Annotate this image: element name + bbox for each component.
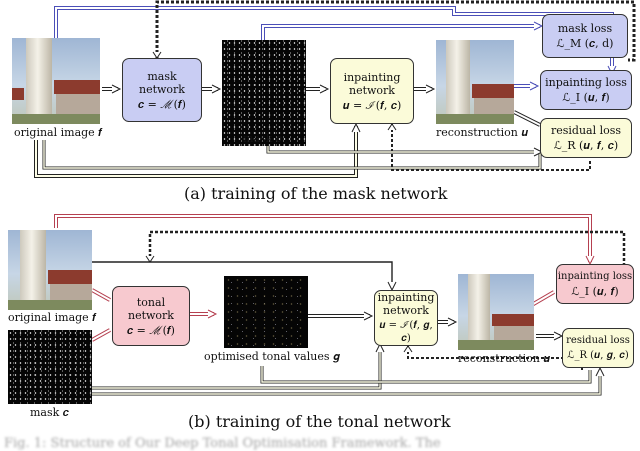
residual-loss-title-bottom: residual loss — [566, 335, 630, 346]
arrow-inpainting-to-reconstruction — [414, 84, 436, 94]
arrow-image-to-tonal-network — [91, 288, 111, 302]
arrow-mask-to-residual-top — [266, 146, 544, 157]
inpainting-network-equation-top: 𝒖 = ℐ(𝒇, 𝒄) — [342, 98, 402, 112]
inpainting-loss-equation-top: ℒ_I (𝒖, 𝒇) — [562, 91, 610, 104]
residual-loss-equation-bottom: ℒ_R (𝒖, 𝒈, 𝒄) — [567, 350, 629, 361]
mask-network-box: mask network 𝒄 = ℳ(𝒇) — [122, 58, 202, 122]
arrow-mask-to-mask-loss — [261, 21, 544, 40]
inpainting-loss-title-bottom: inpainting loss — [557, 271, 633, 282]
inpainting-network-line1-bottom: inpainting — [377, 291, 435, 304]
mask-loss-box: mask loss ℒ_M (𝒄, d) — [542, 14, 628, 58]
caption-bottom: (b) training of the tonal network — [188, 412, 451, 431]
arrow-mask-to-inpainting-bottom — [92, 342, 385, 390]
reconstruction-image-top — [436, 40, 514, 124]
caption-top: (a) training of the mask network — [184, 184, 448, 203]
reconstruction-image-bottom — [458, 274, 534, 350]
arrow-mask-network-to-mask — [202, 84, 222, 94]
arrow-inpainting-to-reconstruction-bottom — [438, 317, 458, 327]
inpainting-loss-box-top: inpainting loss ℒ_I (𝒖, 𝒇) — [540, 70, 632, 110]
inpainting-loss-equation-bottom: ℒ_I (𝒖, 𝒇) — [571, 285, 619, 298]
inpainting-loss-box-bottom: inpainting loss ℒ_I (𝒖, 𝒇) — [556, 264, 634, 304]
original-image-label-bottom: original image 𝒇 — [8, 311, 96, 324]
arrow-reconstruction-to-inpainting-loss-bottom — [528, 290, 556, 308]
mask-network-equation: 𝒄 = ℳ(𝒇) — [138, 97, 186, 111]
mask-image-top — [222, 40, 306, 146]
mask-network-line1: mask — [147, 69, 177, 83]
tonal-network-equation: 𝒄 = ℳ(𝒇) — [127, 323, 175, 337]
dashed-gradient-inpainting-top — [387, 123, 591, 171]
mask-image-bottom — [8, 330, 92, 404]
arrow-mask-to-inpainting-network — [306, 84, 330, 94]
inpainting-network-box-top: inpainting network 𝒖 = ℐ(𝒇, 𝒄) — [330, 58, 414, 124]
reconstruction-label-bottom: reconstruction 𝒖 — [458, 352, 551, 365]
arrow-tonal-network-to-values — [190, 309, 218, 319]
inpainting-network-equation-bottom: 𝒖 = ℐ(𝒇, 𝒈, 𝒄) — [379, 320, 433, 344]
original-image-bottom — [8, 230, 92, 310]
tonal-network-line2: network — [128, 308, 174, 322]
inpainting-network-box-bottom: inpainting network 𝒖 = ℐ(𝒇, 𝒈, 𝒄) — [374, 290, 438, 346]
original-image-label-top: original image 𝒇 — [14, 126, 102, 139]
arrow-reconstruction-to-residual-loss-bottom — [536, 331, 564, 341]
pink-feedback-line — [54, 214, 595, 266]
inpainting-network-line1-top: inpainting — [343, 70, 401, 84]
original-image-top — [12, 38, 100, 124]
inpainting-network-line2-bottom: network — [383, 304, 429, 317]
arrow-reconstruction-to-residual-loss — [513, 110, 541, 127]
figure-caption-cut: Fig. 1: Structure of Our Deep Tonal Opti… — [4, 436, 441, 451]
arrow-reconstruction-to-inpainting-loss — [514, 81, 540, 91]
mask-label-top: mask 𝒄 — [243, 132, 282, 145]
tonal-values-label: optimised tonal values 𝒈 — [204, 350, 340, 363]
tonal-network-box: tonal network 𝒄 = ℳ(𝒇) — [112, 286, 190, 346]
arrow-values-to-residual-bottom — [260, 366, 592, 384]
arrow-mask-to-residual-bottom — [92, 366, 605, 396]
mask-label-bottom: mask 𝒄 — [30, 406, 69, 419]
residual-loss-title-top: residual loss — [550, 124, 622, 137]
residual-loss-box-top: residual loss ℒ_R (𝒖, 𝒇, 𝒄) — [540, 118, 632, 158]
inpainting-network-line2-top: network — [349, 83, 395, 97]
arrow-image-to-mask-network — [102, 84, 122, 94]
arrow-image-to-residual-top — [42, 140, 542, 170]
mask-loss-title: mask loss — [557, 22, 613, 35]
dashed-gradient-tonal-network — [145, 230, 626, 268]
residual-loss-box-bottom: residual loss ℒ_R (𝒖, 𝒈, 𝒄) — [562, 328, 634, 368]
residual-loss-equation-top: ℒ_R (𝒖, 𝒇, 𝒄) — [553, 139, 619, 152]
reconstruction-label-top: reconstruction 𝒖 — [436, 126, 529, 139]
mask-network-line2: network — [139, 82, 185, 96]
tonal-values-image — [224, 276, 308, 348]
inpainting-loss-title-top: inpainting loss — [545, 76, 627, 89]
mask-loss-equation: ℒ_M (𝒄, d) — [556, 37, 614, 50]
arrow-values-to-inpainting — [308, 311, 374, 321]
tonal-network-line1: tonal — [136, 295, 166, 309]
arrow-mask-to-tonal-network — [91, 328, 111, 342]
